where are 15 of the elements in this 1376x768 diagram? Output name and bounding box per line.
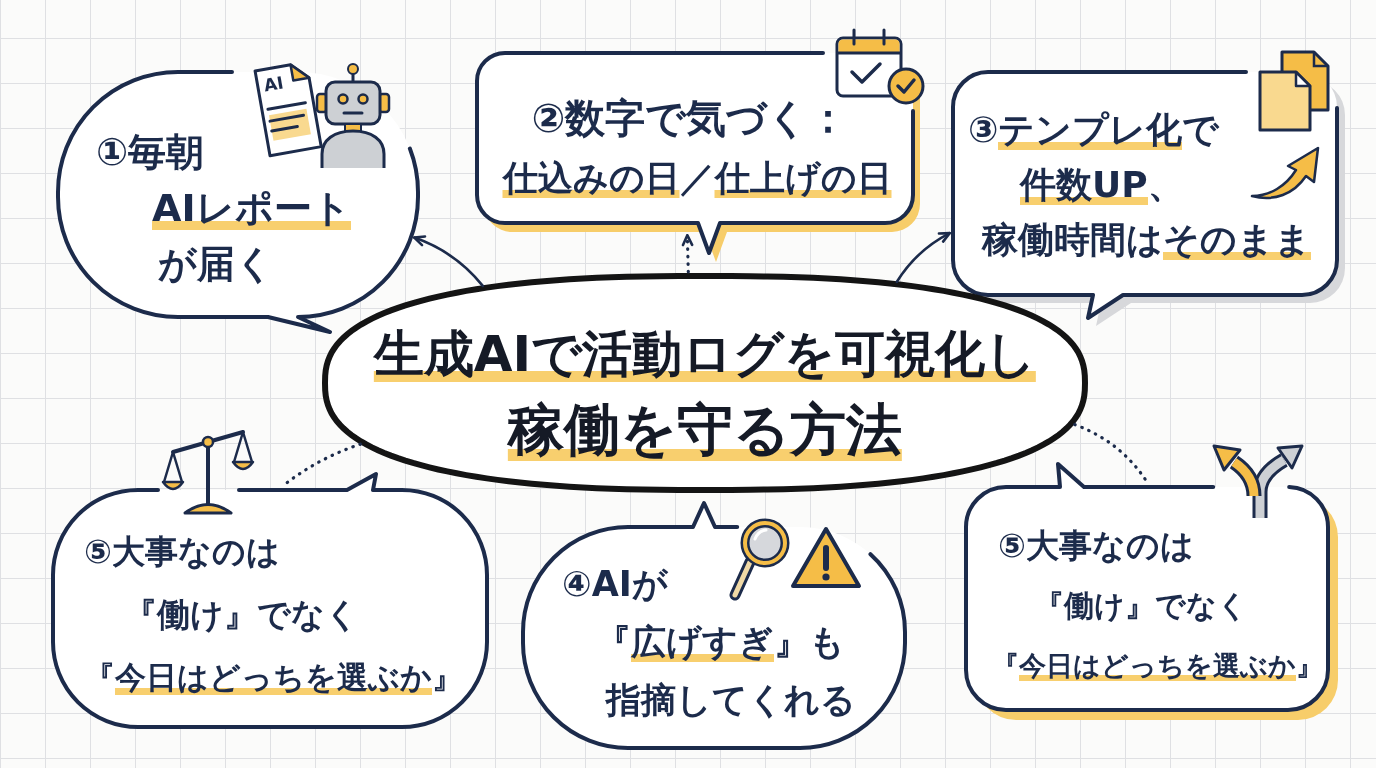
bubble-text: 仕込みの日／仕上げの日 bbox=[502, 157, 892, 200]
bubble-heading: ②数字で気づく： bbox=[531, 94, 849, 143]
document-text: AI bbox=[262, 74, 285, 95]
speech-bubble bbox=[520, 500, 908, 751]
bubble-text: ⑤大事なのは『働け』でなく『今日はどっちを選ぶか』 bbox=[84, 531, 463, 697]
curved-arrow bbox=[413, 235, 485, 288]
speech-bubble bbox=[950, 69, 1348, 329]
curved-arrow bbox=[895, 231, 951, 284]
speech-bubble bbox=[963, 461, 1341, 723]
speech-bubble bbox=[50, 471, 490, 730]
bubble-text: ④AIが『広げすぎ』も指摘してくれる bbox=[562, 563, 856, 722]
bubble-text: ①毎朝AIレポートが届く bbox=[96, 129, 351, 288]
title-text: 生成AIで活動ログを可視化し稼働を守る方法 bbox=[373, 324, 1037, 464]
dotted-arrow bbox=[681, 233, 694, 274]
bubble-text: ⑤大事なのは『働け』でなく『今日はどっちを選ぶか』 bbox=[992, 525, 1323, 683]
